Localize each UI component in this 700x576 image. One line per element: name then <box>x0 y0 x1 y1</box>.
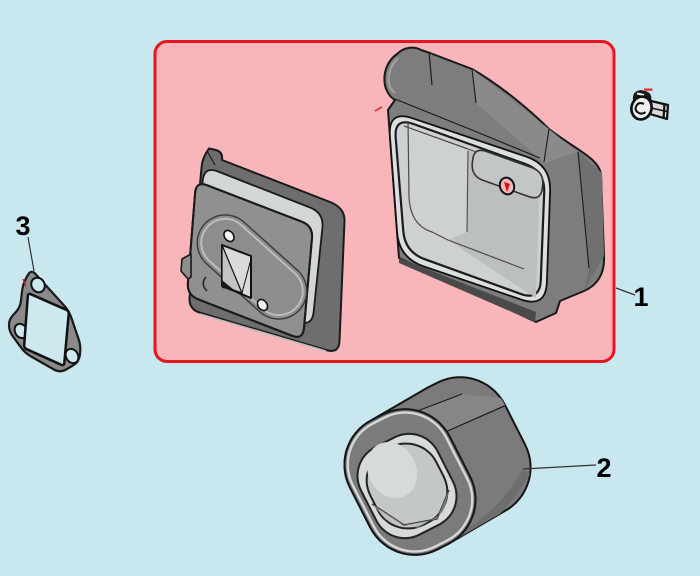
svg-text:3: 3 <box>15 211 30 241</box>
svg-text:2: 2 <box>596 453 611 483</box>
svg-text:1: 1 <box>633 282 648 312</box>
